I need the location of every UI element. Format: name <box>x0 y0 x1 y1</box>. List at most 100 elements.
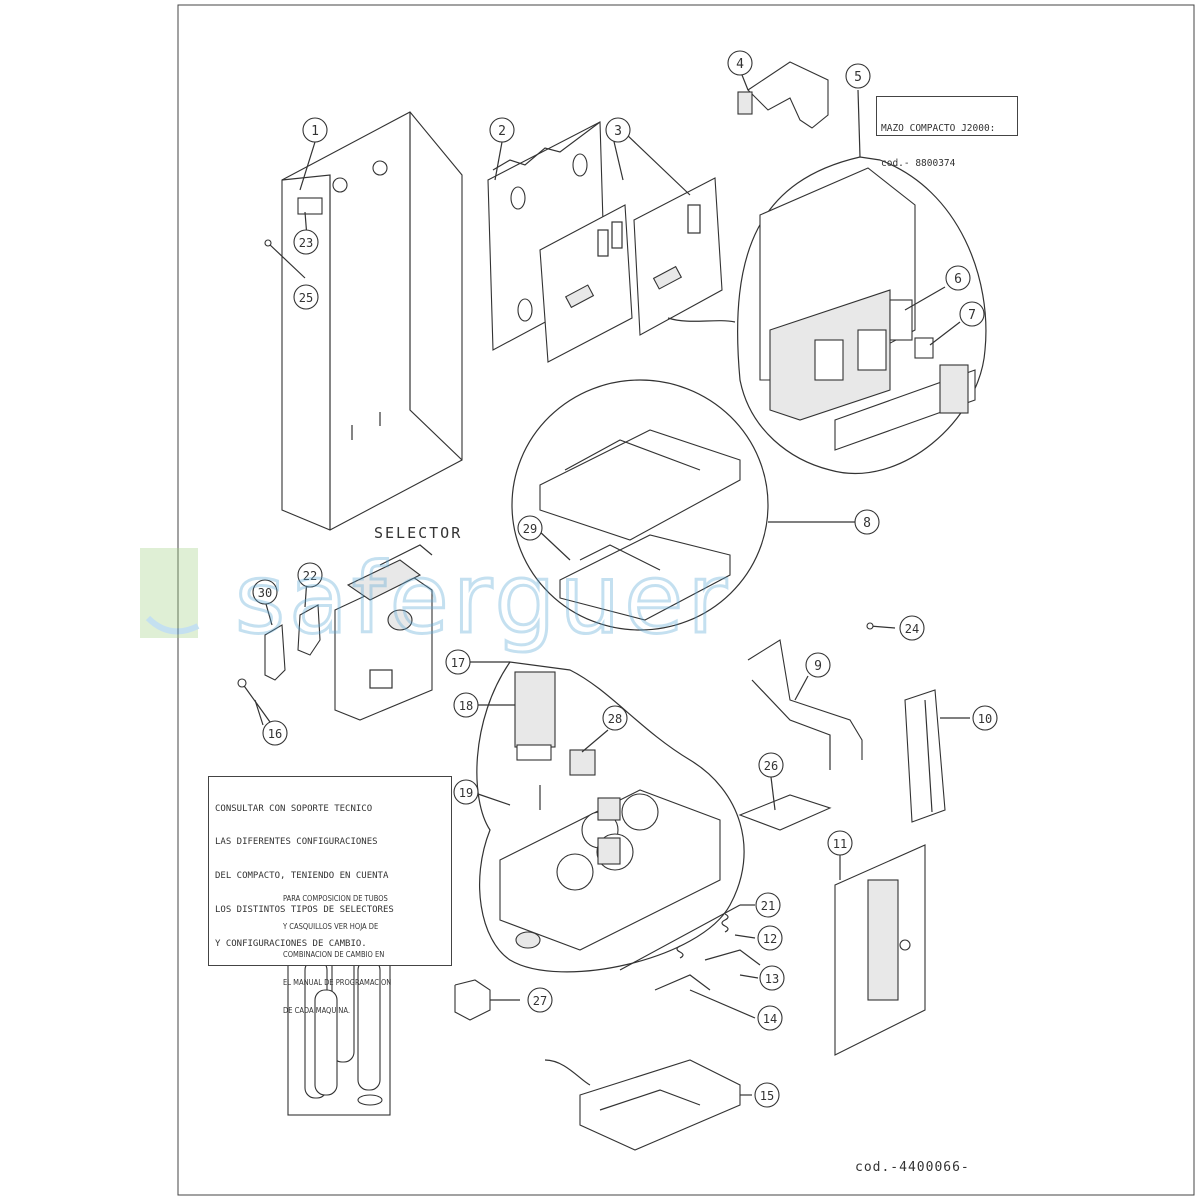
note-consultar-line: DEL COMPACTO, TENIENDO EN CUENTA <box>215 871 389 881</box>
svg-text:5: 5 <box>854 70 862 85</box>
svg-text:23: 23 <box>299 236 313 250</box>
svg-text:14: 14 <box>763 1012 777 1026</box>
note-tubos: PARA COMPOSICION DE TUBOS Y CASQUILLOS V… <box>283 875 391 1025</box>
callout-2: 2 <box>489 117 515 143</box>
callout-25: 25 <box>293 284 319 310</box>
callout-22: 22 <box>297 562 323 588</box>
part-slider-13 <box>704 949 761 966</box>
callouts: 1 2 3 4 5 6 7 8 9 10 11 12 13 14 15 16 1… <box>252 50 998 1108</box>
svg-text:1: 1 <box>311 124 319 139</box>
svg-text:18: 18 <box>459 699 473 713</box>
callout-10: 10 <box>972 705 998 731</box>
svg-text:16: 16 <box>268 727 282 741</box>
part-pcb-left <box>539 204 633 363</box>
part-cable-harness <box>737 61 829 129</box>
callout-12: 12 <box>757 925 783 951</box>
part-pcb-right <box>633 177 736 336</box>
callout-29: 29 <box>517 515 543 541</box>
callout-27: 27 <box>527 987 553 1013</box>
note-tubos-line: EL MANUAL DE PROGRAMACION <box>283 978 392 988</box>
callout-26: 26 <box>758 752 784 778</box>
part-chip-28 <box>569 749 596 776</box>
svg-text:30: 30 <box>258 586 272 600</box>
note-consultar-line: LOS DISTINTOS TIPOS DE SELECTORES <box>215 904 394 915</box>
part-hopper-assembly <box>511 379 855 631</box>
svg-text:9: 9 <box>814 659 822 674</box>
callout-9: 9 <box>805 652 831 678</box>
note-consultar: CONSULTAR CON SOPORTE TECNICO LAS DIFERE… <box>208 776 452 966</box>
svg-text:17: 17 <box>451 656 465 670</box>
part-selector <box>334 544 433 721</box>
part-rod-21 <box>619 904 741 971</box>
watermark-logo: saferguer <box>140 542 731 657</box>
mazo-line-2: cod.- 8800374 <box>881 158 956 170</box>
svg-text:28: 28 <box>608 712 622 726</box>
svg-text:10: 10 <box>978 712 992 726</box>
mazo-box: MAZO COMPACTO J2000: cod.- 8800374 <box>876 96 1018 169</box>
callout-8: 8 <box>854 509 880 535</box>
callout-1: 1 <box>302 117 328 143</box>
svg-text:4: 4 <box>736 57 744 72</box>
callout-30: 30 <box>252 579 278 605</box>
svg-text:3: 3 <box>614 124 622 139</box>
part-clip-27 <box>454 979 491 1021</box>
callout-23: 23 <box>293 229 319 255</box>
callout-21: 21 <box>755 892 781 918</box>
document-code: cod.-4400066- <box>855 1160 970 1175</box>
callout-18: 18 <box>453 692 479 718</box>
svg-text:7: 7 <box>968 308 976 323</box>
note-tubos-line: PARA COMPOSICION DE TUBOS <box>283 893 388 903</box>
svg-text:25: 25 <box>299 291 313 305</box>
callout-28: 28 <box>602 705 628 731</box>
part-rail-10 <box>904 689 946 823</box>
callout-5: 5 <box>845 63 871 89</box>
mazo-line-1: MAZO COMPACTO J2000: <box>881 122 996 134</box>
callout-4: 4 <box>727 50 753 76</box>
leader-lines <box>254 74 970 1096</box>
part-housing <box>737 156 987 475</box>
callout-17: 17 <box>445 649 471 675</box>
svg-text:22: 22 <box>303 569 317 583</box>
svg-text:26: 26 <box>764 759 778 773</box>
callout-24: 24 <box>899 615 925 641</box>
callout-11: 11 <box>827 830 853 856</box>
svg-text:19: 19 <box>459 786 473 800</box>
callout-13: 13 <box>759 965 785 991</box>
note-tubos-line: Y CASQUILLOS VER HOJA DE <box>283 921 379 931</box>
part-spring-12 <box>676 913 729 959</box>
part-lever-30 <box>264 624 286 681</box>
note-tubos-line: COMBINACION DE CAMBIO EN <box>283 950 385 959</box>
svg-text:24: 24 <box>905 622 919 636</box>
svg-text:11: 11 <box>833 837 847 851</box>
svg-text:2: 2 <box>498 124 506 139</box>
svg-text:15: 15 <box>760 1089 774 1103</box>
part-bracket-9 <box>747 639 863 770</box>
svg-text:27: 27 <box>533 994 547 1008</box>
part-tray-15 <box>544 1059 741 1151</box>
callout-7: 7 <box>959 301 985 327</box>
note-consultar-line: Y CONFIGURACIONES DE CAMBIO. <box>215 938 367 949</box>
callout-19: 19 <box>453 779 479 805</box>
part-screw-24 <box>866 622 896 630</box>
callout-6: 6 <box>945 265 971 291</box>
svg-text:saferguer: saferguer <box>235 543 731 655</box>
part-slider-14 <box>654 974 711 991</box>
part-back-panel <box>264 111 463 531</box>
callout-14: 14 <box>757 1005 783 1031</box>
sheet-border <box>177 4 1195 1196</box>
note-tubos-line: DE CADA MAQUINA. <box>283 1006 350 1016</box>
svg-text:29: 29 <box>523 522 537 536</box>
part-door-11 <box>834 844 926 1056</box>
callout-3: 3 <box>605 117 631 143</box>
note-consultar-line: CONSULTAR CON SOPORTE TECNICO <box>215 803 373 814</box>
svg-text:21: 21 <box>761 899 775 913</box>
part-lever-22 <box>297 604 321 656</box>
callout-15: 15 <box>754 1082 780 1108</box>
callout-16: 16 <box>262 720 288 746</box>
part-base-assembly <box>476 661 745 973</box>
selector-label: SELECTOR <box>374 524 463 542</box>
svg-text:8: 8 <box>863 516 871 531</box>
part-guide-26 <box>738 794 832 831</box>
svg-text:12: 12 <box>763 932 777 946</box>
